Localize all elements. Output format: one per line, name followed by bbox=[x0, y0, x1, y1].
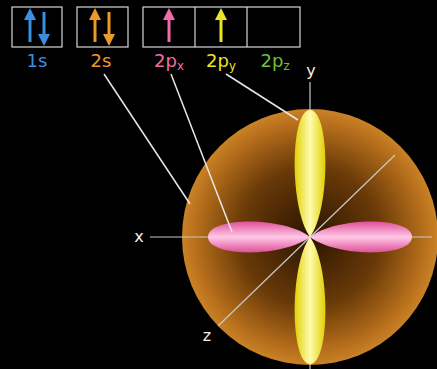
orbital-label: 2py bbox=[206, 52, 236, 70]
orbital-label: 2px bbox=[154, 52, 184, 70]
py-lobe bbox=[295, 237, 326, 364]
leader-line bbox=[226, 74, 298, 120]
spin-arrow bbox=[108, 12, 111, 40]
spin-arrow bbox=[29, 14, 32, 42]
spin-arrow bbox=[168, 14, 171, 42]
box-divider bbox=[194, 7, 195, 47]
spin-arrow bbox=[43, 12, 46, 40]
box-divider bbox=[246, 7, 247, 47]
spin-arrow bbox=[220, 14, 223, 42]
orbital-box bbox=[12, 7, 62, 47]
orbital-box bbox=[143, 7, 300, 47]
s-orbital-sphere bbox=[182, 109, 437, 365]
leader-line bbox=[104, 74, 190, 204]
axis-label: x bbox=[134, 229, 143, 245]
leader-line bbox=[171, 74, 232, 232]
axis-label: y bbox=[306, 63, 315, 79]
orbital-box bbox=[77, 7, 128, 47]
axis-label: z bbox=[203, 328, 211, 344]
px-lobe bbox=[208, 222, 310, 253]
orbital-label: 2pz bbox=[260, 52, 289, 70]
orbital-label: 2s bbox=[91, 52, 112, 70]
py-lobe bbox=[295, 110, 326, 237]
orbital-label: 1s bbox=[27, 52, 48, 70]
px-lobe bbox=[310, 222, 412, 253]
spin-arrow bbox=[94, 14, 97, 42]
